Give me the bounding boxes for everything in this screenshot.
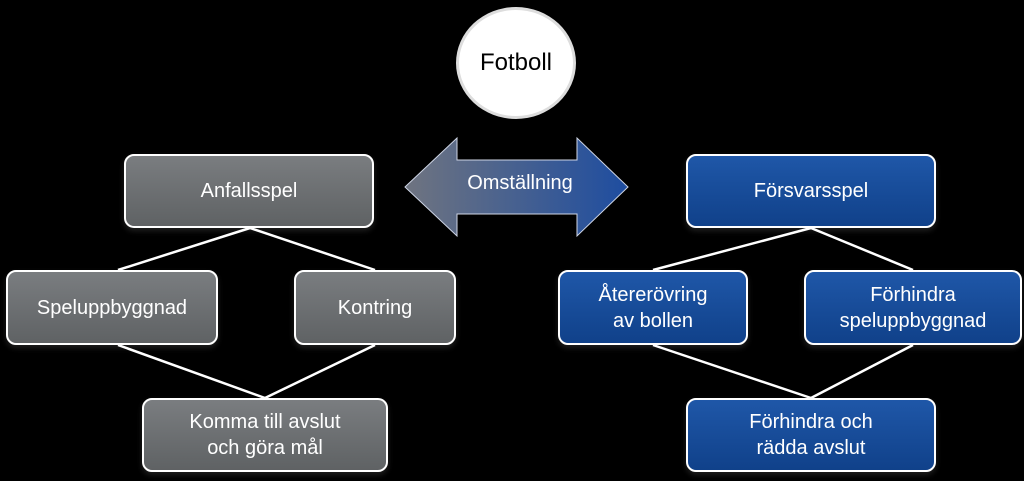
root-label: Fotboll (479, 49, 553, 76)
connector-defense-top-left (652, 226, 812, 272)
defense-top-node: Försvarsspel (686, 154, 936, 228)
connector-defense-right-bottom (810, 343, 914, 400)
defense-left-label: Återerövring av bollen (598, 283, 708, 332)
connector-attack-top-left (117, 226, 251, 272)
root-node-fotboll: Fotboll (456, 7, 576, 119)
defense-right-label: Förhindra speluppbyggnad (839, 283, 987, 332)
transition-label: Omställning (467, 172, 573, 194)
attack-right-label: Kontring (337, 296, 413, 319)
connector-attack-top-right (249, 226, 376, 272)
connector-defense-top-right (810, 226, 914, 272)
attack-top-label: Anfallsspel (200, 180, 298, 202)
attack-left-label: Speluppbyggnad (36, 296, 188, 319)
connector-attack-right-bottom (264, 343, 376, 400)
defense-right-node: Förhindra speluppbyggnad (804, 270, 1022, 345)
defense-top-label: Försvarsspel (753, 180, 869, 202)
defense-left-node: Återerövring av bollen (558, 270, 748, 345)
attack-bottom-label: Komma till avslut och göra mål (189, 411, 341, 459)
attack-bottom-node: Komma till avslut och göra mål (142, 398, 388, 472)
attack-top-node: Anfallsspel (124, 154, 374, 228)
defense-bottom-label: Förhindra och rädda avslut (749, 411, 873, 459)
defense-bottom-node: Förhindra och rädda avslut (686, 398, 936, 472)
connector-attack-left-bottom (117, 343, 266, 400)
connector-defense-left-bottom (652, 343, 812, 400)
transition-double-arrow (404, 136, 629, 238)
attack-left-node: Speluppbyggnad (6, 270, 218, 345)
attack-right-node: Kontring (294, 270, 456, 345)
